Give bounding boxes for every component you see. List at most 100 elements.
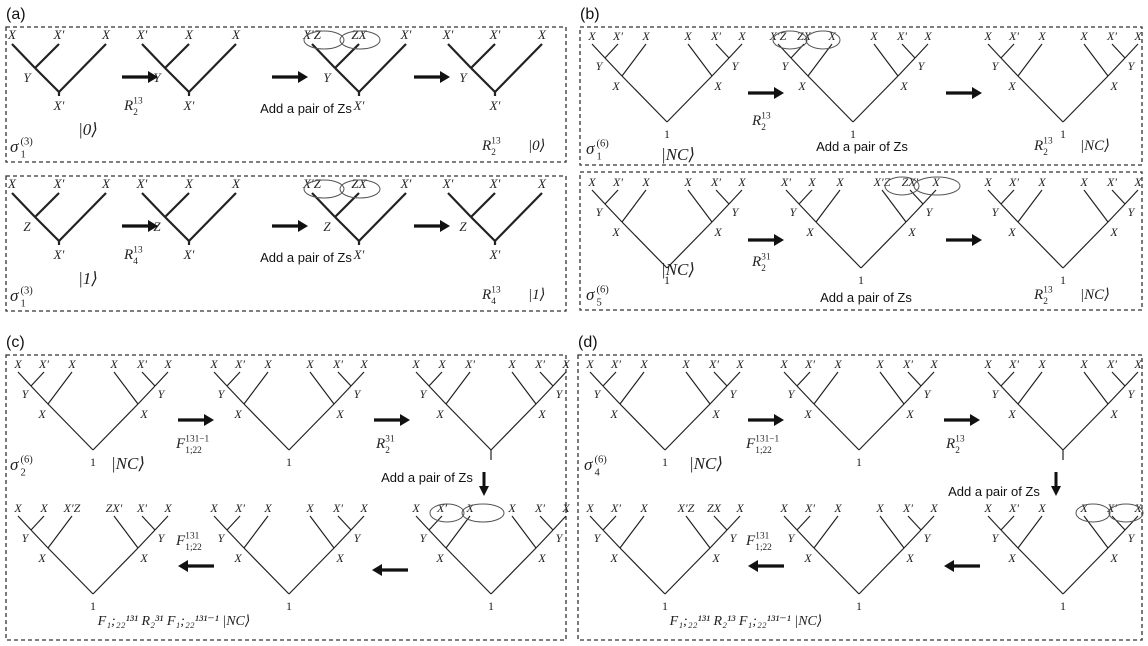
tree6-c2-1-inner-label: X — [335, 551, 344, 565]
tree6-b1-0-leaf-label: X — [641, 29, 650, 43]
tree6-c1-2-edge — [445, 403, 492, 451]
tree6-d2-0-edge — [713, 515, 728, 531]
tree6-c1-0-edge — [30, 385, 49, 405]
tree6-b1-0-inner-label: X — [713, 79, 722, 93]
tree6-b1-2-edge — [1000, 57, 1019, 77]
tree6-c2-0-edge — [17, 515, 32, 531]
tree6-c1-0-edge — [141, 371, 156, 387]
tree6-b2-1-leaf-label: X — [931, 175, 940, 189]
tree6-b1-2-leaf-label: X — [1133, 29, 1142, 43]
tree3-a1-0-leaf-label: X′ — [53, 27, 65, 42]
arrow-head — [972, 234, 982, 246]
tree6-d2-2-leaf-label: X — [1079, 501, 1088, 515]
tree6-b2-1-edge — [905, 203, 924, 223]
tree6-b2-1-edge — [922, 189, 937, 205]
tree3-a2-0-edge — [58, 192, 107, 242]
symbol-sub: 2 — [761, 123, 766, 133]
add-pair-note: Add a pair of Zs — [260, 250, 352, 265]
arrow-right — [944, 414, 980, 426]
z-pair-ellipse — [1075, 503, 1111, 523]
tree3-a2-1-edge — [164, 216, 190, 242]
tree6-b1-2-leaf-label: X — [1079, 29, 1088, 43]
tree6-b1-1-edge — [777, 43, 792, 59]
tree6-d2-1-leaf-label: X′ — [902, 501, 913, 515]
tree3-a2-0-edge — [34, 216, 60, 242]
tree6-d1-2-edge — [1017, 371, 1043, 405]
tree6-c2-2-inner-label: X — [435, 551, 444, 565]
arrow-down — [479, 472, 489, 496]
arrow-right — [414, 71, 450, 83]
ket-label: |1⟩ — [78, 269, 98, 288]
tree6-c2-0-leaf-label: X — [13, 501, 22, 515]
symbol-sup: (6) — [595, 454, 608, 465]
tree6-b1-2-edge — [1083, 43, 1109, 77]
z-pair-ellipse — [1108, 503, 1144, 523]
tree6-b2-1-edge — [815, 221, 862, 269]
tree6-d1-0-inner-label: Y — [730, 387, 738, 401]
tree6-c2-1-leaf-label: X′ — [234, 501, 245, 515]
tree6-b1-0-leaf-label: X — [587, 29, 596, 43]
arrow-down — [1051, 472, 1061, 496]
tree6-d1-1-edge — [796, 385, 815, 405]
tree3-a2-1-edge — [141, 192, 166, 218]
arrow-head — [148, 220, 158, 232]
add-pair-note: Add a pair of Zs — [820, 290, 912, 305]
tree6-b2-0-leaf-label: X — [737, 175, 746, 189]
tree6-c2-1-edge — [288, 547, 335, 595]
tree6-c2-2-leaf-label: X — [507, 501, 516, 515]
tree6-d2-0-leaf-label: X′Z — [677, 501, 695, 515]
tree6-d1-0-edge — [685, 371, 711, 405]
tree3-a2-0-leaf-label: X — [7, 176, 17, 191]
tree6-c2-0-leaf-label: ZX′ — [106, 501, 123, 515]
tree6-b1-0-edge — [687, 43, 713, 77]
tree6-b2-0-inner-label: Y — [732, 205, 740, 219]
tree6-b2-0-leaf-label: X — [683, 175, 692, 189]
tree6-c2-0-leaf-label: X — [163, 501, 172, 515]
tree6-d1-1-edge — [879, 371, 905, 405]
tree6-d1-0-edge — [664, 403, 711, 451]
symbol-base: R — [945, 436, 955, 452]
sigma-label: σ(6)4 — [584, 454, 607, 478]
tree3-a2-1-inner-label: Z — [153, 219, 161, 234]
tree6-b2-2-edge — [1017, 221, 1064, 269]
symbol-sup: 13 — [1043, 285, 1053, 295]
result-label-ket: |1⟩ — [528, 287, 545, 303]
arrow-head — [372, 564, 382, 576]
tree6-c1-2-edge — [445, 371, 471, 405]
tree6-b2-1-inner-label: Y — [926, 205, 934, 219]
tree6-c2-1-leaf-label: X — [305, 501, 314, 515]
tree6-d2-2-inner-label: X — [1109, 551, 1118, 565]
sigma-label: σ(3)1 — [10, 285, 33, 309]
tree6-b2-1-edge — [798, 203, 817, 223]
tree6-b1-1-edge — [914, 43, 929, 59]
tree3-a1-1-edge — [188, 43, 237, 93]
tree6-c1-0-inner-label: Y — [22, 387, 30, 401]
tree6-b2-0-edge — [604, 189, 619, 205]
frame-c — [5, 354, 567, 641]
tree6-b1-1-leaf-label: X′ — [896, 29, 907, 43]
tree6-c1-1-edge — [288, 403, 335, 451]
tree6-d1-1-leaf-label: X′ — [902, 357, 913, 371]
symbol-base: σ — [584, 455, 593, 474]
tree6-c2-1-edge — [243, 515, 269, 549]
arrow-left — [944, 560, 980, 572]
tree6-c2-2-root-label: 1 — [488, 599, 494, 613]
tree3-a2-0-edge — [11, 192, 36, 218]
tree3-a2-2-edge — [358, 192, 407, 242]
tree6-c1-0-leaf-label: X — [109, 357, 118, 371]
tree6-b1-1-edge — [807, 75, 854, 123]
tree6-d1-0-edge — [619, 371, 645, 405]
tree6-b1-2-leaf-label: X — [983, 29, 992, 43]
tree6-b1-0-edge — [621, 75, 668, 123]
tree6-b2-0-root-label: 1 — [664, 273, 670, 287]
tree6-c1-0-leaf-label: X′ — [38, 357, 49, 371]
tree3-a2-3-inner-label: Z — [459, 219, 467, 234]
symbol-sup: 13 — [491, 136, 501, 146]
tree6-d1-2-leaf-label: X — [1037, 357, 1046, 371]
tree6-c2-1-leaf-label: X′ — [332, 501, 343, 515]
panel-label-a: (a) — [6, 6, 26, 23]
tree6-d1-2-inner-label: Y — [992, 387, 1000, 401]
tree6-c1-2-leaf-label: X — [507, 357, 516, 371]
